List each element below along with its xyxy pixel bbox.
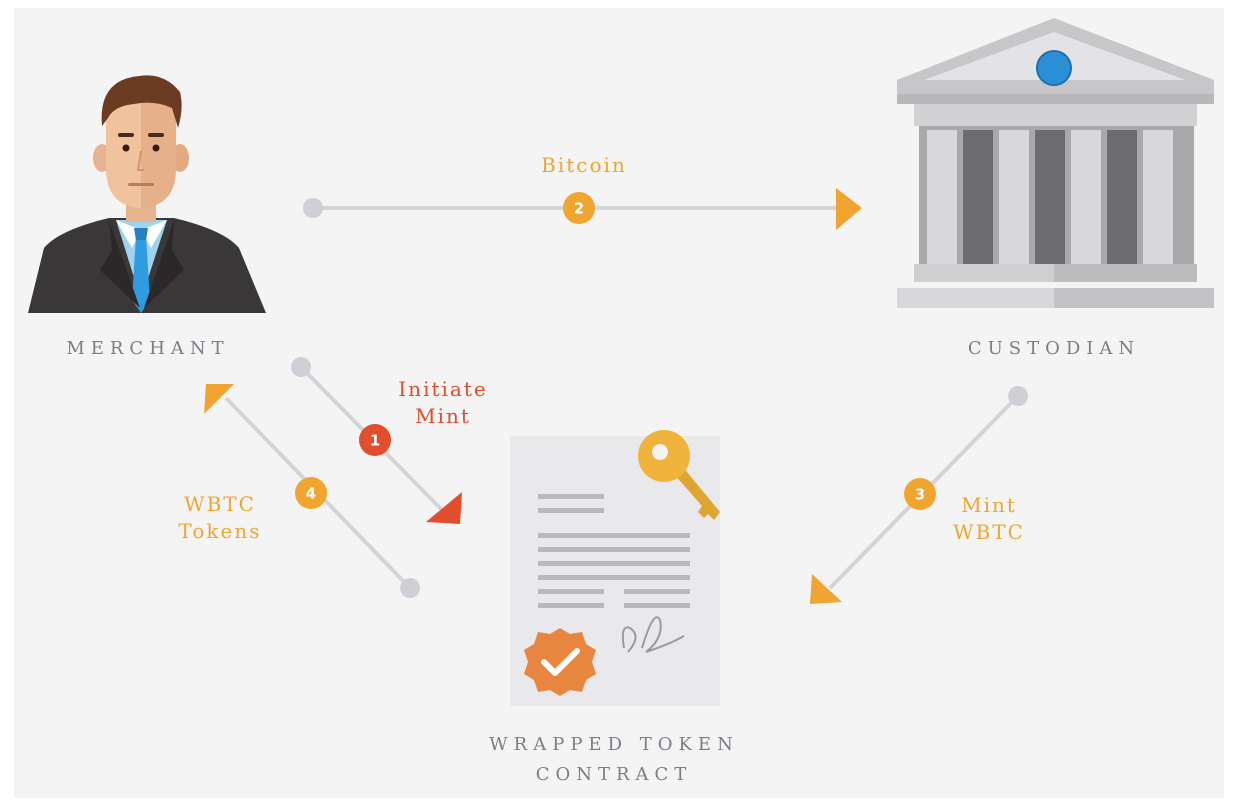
key-icon xyxy=(638,430,720,520)
step-4-label-line2: Tokens xyxy=(178,519,262,543)
diagram-canvas: 1 2 3 4 MERCHANT CUSTODIAN WRAPPED TOKEN… xyxy=(14,8,1224,798)
step-4-label-line1: WBTC xyxy=(184,492,256,516)
flow-diagram: 1 2 3 4 xyxy=(28,18,1214,706)
step-number-4: 4 xyxy=(306,485,316,503)
step-badge-2: 2 xyxy=(563,192,595,224)
step-3-label-line2: WBTC xyxy=(953,520,1025,544)
bank-building-icon xyxy=(897,18,1214,308)
step-badge-4: 4 xyxy=(295,477,327,509)
contract-label-line2: CONTRACT xyxy=(535,764,693,785)
step-1-label-line2: Mint xyxy=(415,404,471,428)
approval-seal-icon xyxy=(524,628,596,696)
step-2-label: Bitcoin xyxy=(541,153,627,177)
step-badge-3: 3 xyxy=(904,478,936,510)
step-3-label-line1: Mint xyxy=(961,493,1017,517)
step-number-2: 2 xyxy=(574,200,584,218)
step-badge-1: 1 xyxy=(359,424,391,456)
step-number-3: 3 xyxy=(915,486,925,504)
businessman-icon xyxy=(28,75,266,313)
step-number-1: 1 xyxy=(370,432,380,450)
contract-label-line1: WRAPPED TOKEN xyxy=(489,734,739,755)
merchant-label: MERCHANT xyxy=(66,338,230,359)
step-1-label-line1: Initiate xyxy=(398,377,488,401)
custodian-label: CUSTODIAN xyxy=(967,338,1141,359)
